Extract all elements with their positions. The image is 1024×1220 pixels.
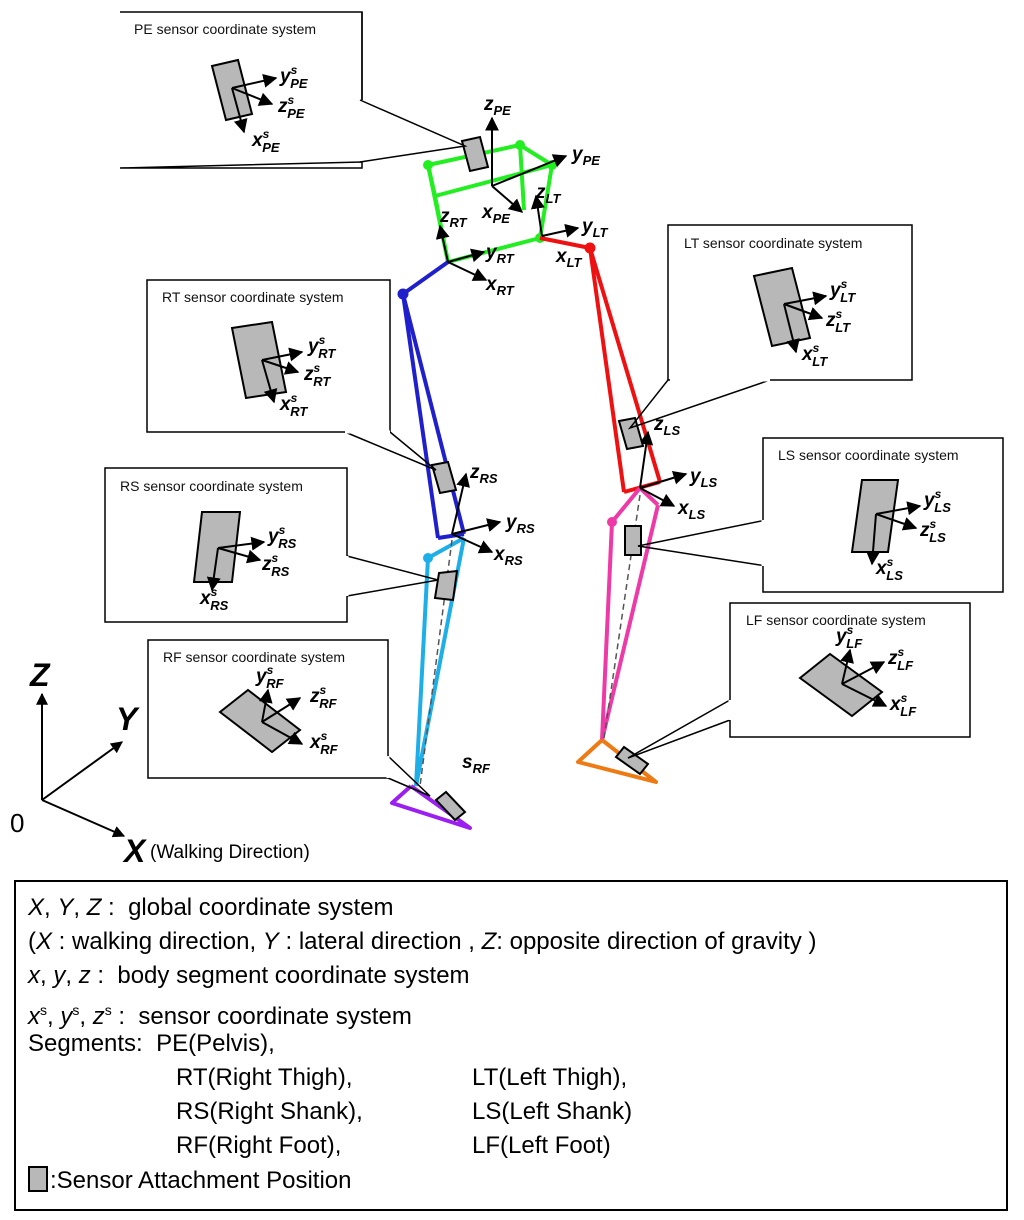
global-z-label: Z — [29, 657, 51, 693]
rs-sensor — [433, 569, 459, 602]
left-thigh-segment — [539, 236, 662, 494]
callout-pointers — [344, 99, 771, 797]
lf-sensor — [614, 745, 650, 776]
global-x-axis — [41, 799, 126, 838]
body-sensors — [430, 135, 650, 822]
ls-sensor — [624, 525, 642, 556]
rs-callout-title: RS sensor coordinate system — [120, 478, 303, 494]
legend-rt: RT(Right Thigh), — [176, 1064, 353, 1091]
global-y-axis — [41, 741, 123, 801]
global-y-label: Y — [116, 701, 140, 737]
svg-text:zRT: zRT — [439, 206, 468, 230]
svg-text:zLS: zLS — [653, 414, 680, 438]
legend-global-detail-line: (X : walking direction, Y : lateral dire… — [28, 928, 817, 955]
rt-callout-title: RT sensor coordinate system — [162, 289, 344, 305]
rf-callout-title: RF sensor coordinate system — [163, 649, 345, 665]
body-axis-labels: zPE yPE xPE zLT yLT xLT zRT yRT xRT zLS … — [439, 94, 718, 776]
rf-sensor — [434, 790, 467, 822]
svg-text:xLT: xLT — [555, 246, 583, 270]
pe-callout-title: PE sensor coordinate system — [134, 21, 316, 37]
right-thigh-segment — [397, 260, 466, 540]
legend-lt: LT(Left Thigh), — [472, 1064, 628, 1091]
ls-callout-title: LS sensor coordinate system — [778, 447, 959, 463]
global-x-label: X — [122, 833, 147, 869]
walking-direction-label: (Walking Direction) — [150, 842, 310, 863]
legend-rs: RS(Right Shank), — [176, 1098, 363, 1125]
svg-text:yRT: yRT — [485, 242, 515, 266]
legend-ls: LS(Left Shank) — [472, 1098, 633, 1125]
svg-text:xRT: xRT — [485, 274, 515, 298]
legend-sensor-line: xs, ys, zs : sensor coordinate system — [28, 1002, 412, 1030]
svg-text:zLT: zLT — [535, 182, 561, 206]
legend-box: X, Y, Z : global coordinate system (X : … — [14, 880, 1008, 1211]
lf-callout-title: LF sensor coordinate system — [746, 612, 926, 628]
lt-callout-title: LT sensor coordinate system — [684, 235, 862, 251]
sensor-marker-icon — [28, 1166, 48, 1192]
legend-sensor-marker-line: :Sensor Attachment Position — [28, 1166, 352, 1195]
svg-text:zRS: zRS — [469, 462, 498, 486]
svg-text:xLS: xLS — [677, 498, 706, 522]
legend-rf: RF(Right Foot), — [176, 1132, 342, 1159]
svg-text:yRS: yRS — [505, 512, 535, 536]
svg-text:yLT: yLT — [581, 216, 609, 240]
rt-sensor — [430, 460, 458, 495]
legend-body-line: x, y, z : body segment coordinate system — [28, 962, 470, 989]
body-axes — [435, 116, 688, 554]
body-segment-diagram: Z Y X (Walking Direction) 0 — [10, 11, 1004, 869]
svg-text:yPE: yPE — [571, 144, 600, 168]
lt-sensor — [617, 416, 645, 451]
svg-text:yLS: yLS — [689, 466, 718, 490]
right-foot-segment — [390, 784, 472, 830]
pe-sensor — [460, 135, 490, 173]
legend-global-line: X, Y, Z : global coordinate system — [28, 894, 394, 921]
legend-segments-line: Segments: PE(Pelvis), — [28, 1030, 275, 1057]
origin-label: 0 — [10, 808, 24, 838]
svg-text:sRF: sRF — [462, 752, 491, 776]
svg-text:xPE: xPE — [481, 202, 510, 226]
svg-text:zPE: zPE — [483, 94, 511, 118]
global-axes: Z Y X (Walking Direction) 0 — [10, 657, 310, 869]
legend-lf: LF(Left Foot) — [472, 1132, 611, 1159]
svg-text:xRS: xRS — [493, 544, 523, 568]
